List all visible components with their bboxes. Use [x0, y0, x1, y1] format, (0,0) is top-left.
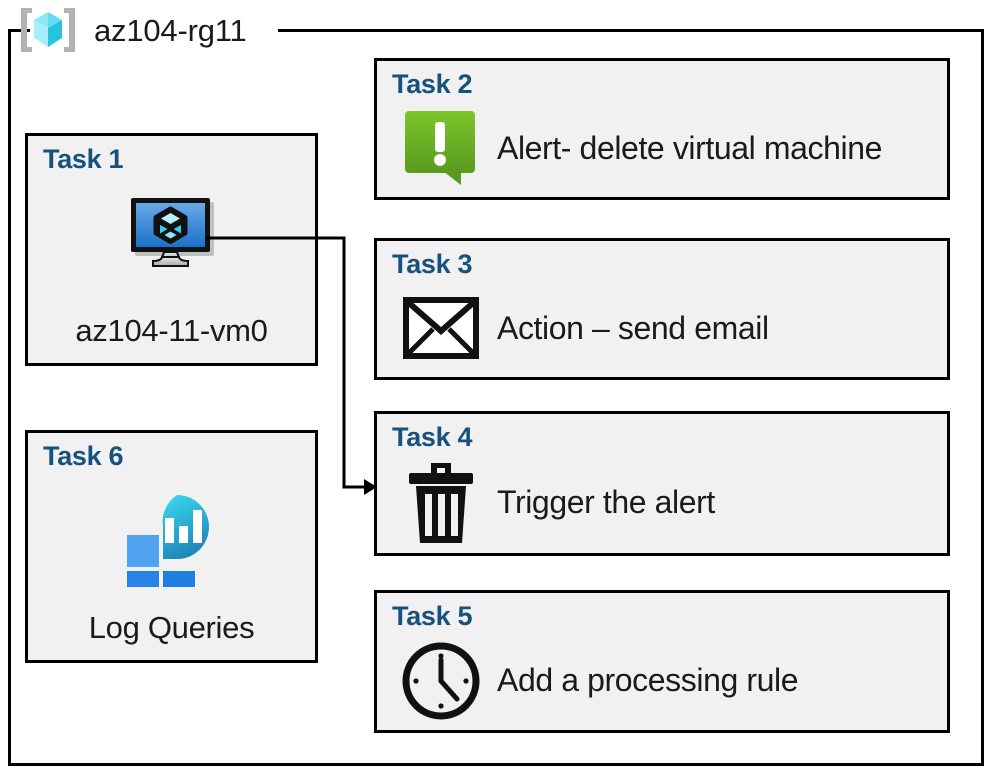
card-title-task-6: Task 6: [43, 441, 124, 471]
card-label-task-3: Action – send email: [497, 309, 769, 346]
card-task-3[interactable]: Task 3 Action – send email: [374, 238, 950, 380]
clock-icon: [399, 639, 483, 723]
card-title-task-3: Task 3: [392, 249, 473, 279]
resource-group-header: az104-rg11: [12, 2, 247, 58]
resource-group-frame: [8, 29, 984, 766]
alert-callout-icon: [399, 109, 483, 187]
trash-delete-icon: [399, 461, 483, 545]
card-title-task-2: Task 2: [392, 69, 473, 99]
card-label-task-4: Trigger the alert: [497, 484, 715, 520]
log-analytics-icon: [119, 491, 225, 603]
card-task-4[interactable]: Task 4 Trigger the alert: [374, 411, 950, 556]
card-label-task-5: Add a processing rule: [497, 662, 799, 698]
card-title-task-1: Task 1: [43, 144, 124, 174]
card-label-task-2: Alert- delete virtual machine: [497, 129, 883, 166]
card-task-5[interactable]: Task 5 Add a processing rule: [374, 590, 950, 733]
envelope-icon: [399, 297, 483, 359]
card-task-6[interactable]: Task 6 Log Queries: [25, 430, 318, 663]
resource-group-name: az104-rg11: [94, 12, 247, 48]
card-label-task-6: Log Queries: [88, 610, 255, 645]
card-title-task-5: Task 5: [392, 601, 473, 631]
card-task-1[interactable]: Task 1: [25, 133, 318, 366]
resource-group-cube-icon: [21, 8, 75, 52]
resource-group-frame-label-gap: [30, 20, 278, 40]
virtual-machine-icon: [126, 194, 218, 277]
card-label-task-1: az104-11-vm0: [75, 313, 268, 348]
card-task-2[interactable]: Task 2 Alert- delete virtual machine: [374, 58, 950, 200]
card-title-task-4: Task 4: [392, 422, 473, 452]
